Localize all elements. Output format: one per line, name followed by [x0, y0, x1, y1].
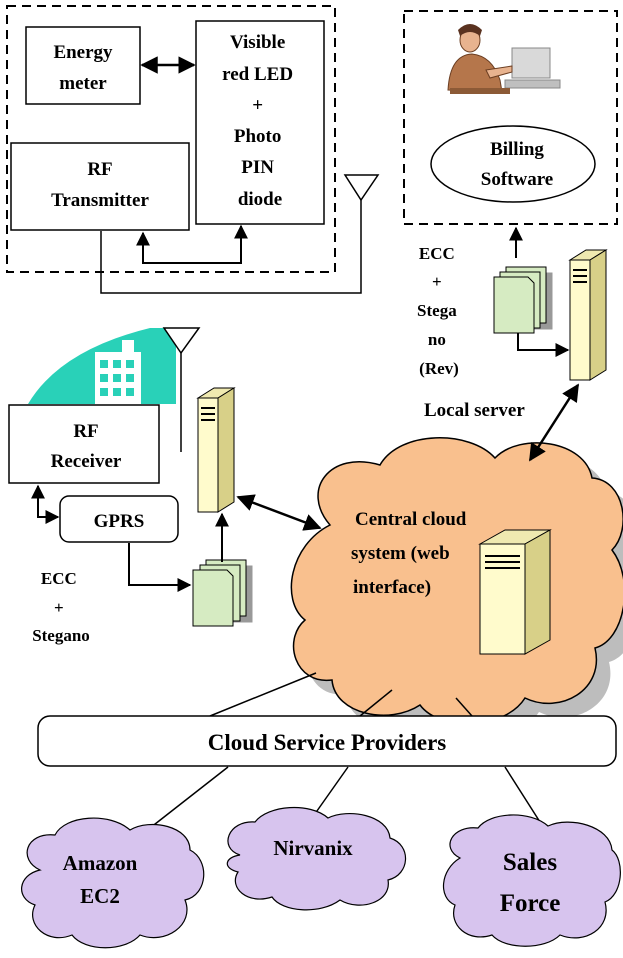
- transmitter-antenna-icon: [343, 174, 380, 202]
- led-label-1: Visible: [230, 32, 285, 53]
- led-label-2: red LED: [222, 64, 293, 85]
- led-label-5: PIN: [241, 157, 274, 178]
- ecc-label-1: ECC: [41, 569, 77, 588]
- svg-text:Visible red LED +: Visible red LED + Photo PIN diode: [222, 32, 298, 210]
- ecc-rev-label-1: ECC: [419, 244, 455, 263]
- local-server-label: Local server: [424, 400, 525, 421]
- document-stack-icon-bottom: [192, 559, 247, 627]
- energy-meter-label-1: Energy: [53, 42, 113, 63]
- salesforce-label-1: Sales: [503, 849, 557, 876]
- central-cloud-label-2: system (web: [351, 543, 450, 564]
- nirvanix-cloud: Nirvanix: [226, 807, 407, 911]
- rf-transmitter-block: RF Transmitter: [10, 142, 190, 231]
- receiver-server-icon: [196, 387, 236, 513]
- transmitter-led-connector: [136, 224, 248, 264]
- rf-transmitter-label-2: Transmitter: [51, 190, 149, 211]
- billing-unit-boundary: [403, 10, 618, 225]
- nirvanix-label: Nirvanix: [273, 836, 353, 860]
- building-icon: [28, 328, 176, 404]
- billing-label-1: Billing: [490, 139, 544, 160]
- rf-transmitter-label-1: RF: [87, 159, 112, 180]
- meter-unit-boundary: [6, 5, 336, 273]
- central-cloud-label-3: interface): [353, 577, 431, 598]
- transmitter-antenna-line: [100, 193, 362, 294]
- svg-text:ECC + Stega no: ECC + Stega no (Rev): [417, 244, 461, 378]
- csp-to-nirvanix-line: [311, 766, 349, 819]
- cloud-service-providers-label: Cloud Service Providers: [208, 730, 447, 755]
- gprs-to-docs-arrow: [128, 543, 192, 592]
- amazon-label-1: Amazon: [63, 851, 138, 875]
- energy-meter-block: Energy meter: [25, 26, 141, 105]
- rf-receiver-block: RF Receiver: [8, 404, 160, 484]
- cloud-server-icon: [478, 529, 552, 655]
- led-pin-block: Visible red LED + Photo PIN diode: [195, 20, 325, 225]
- energy-meter-label-2: meter: [59, 73, 107, 94]
- gprs-block: GPRS: [59, 495, 179, 543]
- rf-receiver-label-2: Receiver: [51, 451, 122, 472]
- billing-label-2: Software: [481, 169, 553, 190]
- cloud-to-csp-line-1: [209, 672, 317, 717]
- central-cloud-label-1: Central cloud: [355, 509, 467, 530]
- cloud-to-csp-line-3: [455, 697, 473, 717]
- salesforce-label-2: Force: [500, 890, 561, 917]
- svg-text:ECC + Stegano: ECC + Stegano: [32, 569, 90, 645]
- svg-text:Central cloud system (web: Central cloud system (web interface): [351, 509, 471, 598]
- cloud-to-csp-line-2: [359, 689, 393, 717]
- central-cloud-shape: [290, 437, 623, 725]
- led-label-6: diode: [238, 189, 282, 210]
- csp-to-amazon-line: [149, 766, 229, 829]
- led-label-3: +: [252, 95, 263, 116]
- ecc-label-2: +: [54, 598, 64, 617]
- cloud-service-providers-bar: Cloud Service Providers: [37, 715, 617, 767]
- receiver-antenna-icon: [162, 327, 201, 355]
- local-server-cloud-arrow: [528, 383, 580, 462]
- ecc-rev-label-2: +: [432, 272, 442, 291]
- ecc-rev-label-3: Stega: [417, 301, 457, 320]
- local-server-icon: [568, 249, 608, 381]
- ecc-label-3: Stegano: [32, 626, 90, 645]
- ecc-rev-label-4: no: [428, 330, 446, 349]
- csp-to-salesforce-line: [504, 766, 541, 823]
- led-label-4: Photo: [234, 126, 282, 147]
- ecc-rev-label-5: (Rev): [419, 359, 459, 378]
- receiver-gprs-arrow: [31, 484, 60, 524]
- person-at-computer-icon: [447, 24, 561, 94]
- gprs-label: GPRS: [94, 511, 145, 532]
- document-stack-icon-top: [493, 266, 547, 334]
- server-cloud-arrow: [236, 494, 322, 531]
- rf-receiver-label-1: RF: [73, 421, 98, 442]
- docs-to-local-server-arrow: [517, 333, 570, 357]
- amazon-label-2: EC2: [80, 884, 120, 908]
